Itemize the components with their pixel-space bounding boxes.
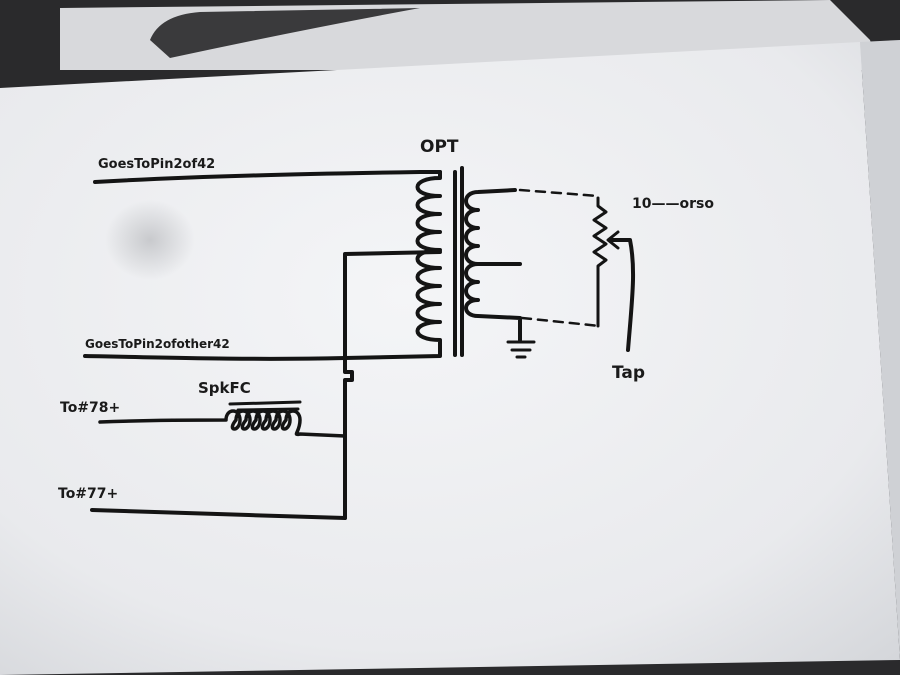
- label-terminal-78: To#78+: [60, 400, 120, 416]
- label-terminal-77: To#77+: [58, 486, 118, 502]
- wiper-arm: [610, 238, 636, 352]
- label-opt: OPT: [420, 137, 459, 157]
- paper-sheet: [0, 42, 900, 675]
- wire-b-plus-bus: [343, 358, 354, 520]
- speaker-field-coil: [98, 409, 347, 438]
- secondary-winding: [464, 188, 522, 342]
- primary-winding: [343, 170, 442, 360]
- label-input-top: GoesToPin2of42: [98, 157, 215, 172]
- label-choke: SpkFC: [198, 379, 251, 397]
- paper-smudge: [105, 200, 195, 280]
- label-tap: Tap: [612, 363, 645, 383]
- choke-core-line-1: [228, 400, 302, 406]
- resistor-icon: [592, 196, 608, 328]
- wiper-arrow-icon: [606, 230, 620, 250]
- paper-edge: [860, 40, 900, 660]
- dashed-wire-top: [518, 188, 600, 198]
- paper-clip-shadow: [150, 8, 420, 58]
- wire-center-tap: [343, 250, 442, 362]
- choke-core-line-2: [236, 407, 300, 412]
- label-resistor-value: 10——orso: [632, 196, 714, 212]
- wire-terminal-77: [90, 508, 347, 520]
- wire-input-bottom: [83, 354, 347, 361]
- ground-icon: [506, 340, 536, 359]
- label-input-bottom: GoesToPin2ofother42: [85, 337, 230, 351]
- wire-input-top: [93, 170, 442, 184]
- dashed-wire-bottom: [520, 316, 602, 328]
